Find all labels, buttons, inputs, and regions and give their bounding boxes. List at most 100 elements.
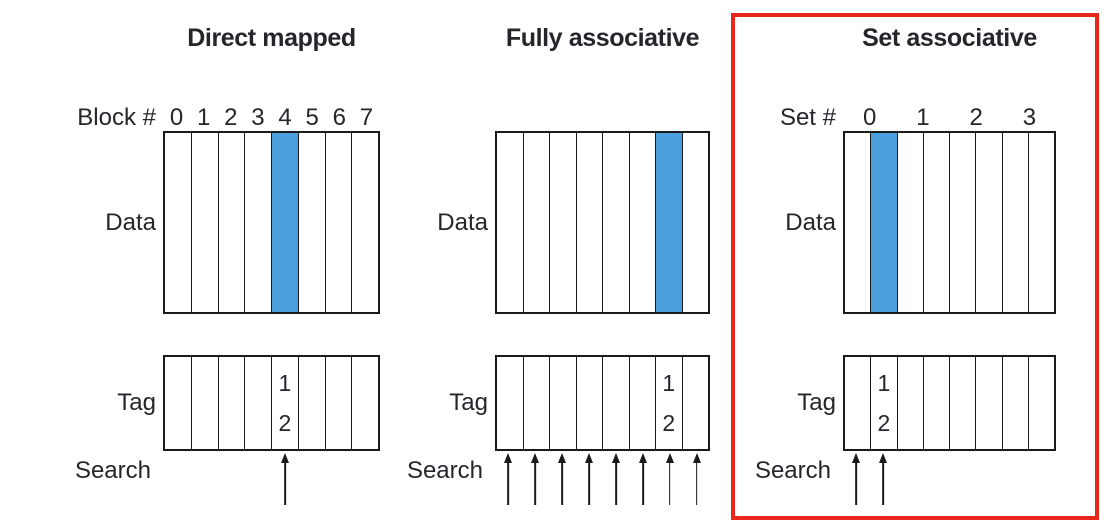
- data-cell-7: [352, 133, 378, 312]
- data-array: [495, 131, 710, 314]
- data-cell-3: [245, 133, 272, 312]
- header-number: 6: [332, 104, 346, 131]
- data-cell-2: [898, 133, 924, 312]
- data-row: Data: [57, 131, 380, 314]
- header-number: 3: [1022, 104, 1037, 131]
- tag-cell-2: [219, 357, 246, 449]
- data-cell-3: [577, 133, 603, 312]
- data-cell-5: [630, 133, 656, 312]
- data-cell-1: [192, 133, 219, 312]
- tag-value: 1: [278, 370, 292, 396]
- search-label: Search: [754, 457, 831, 484]
- search-arrow-icon: [528, 453, 542, 505]
- tag-label: Tag: [117, 389, 156, 416]
- tag-cell-3: [245, 357, 272, 449]
- data-cell-4: [603, 133, 630, 312]
- header-number: 3: [251, 104, 265, 131]
- data-cell-2: [219, 133, 246, 312]
- data-cell-0: [165, 133, 192, 312]
- search-row: Search: [57, 451, 380, 513]
- set-numbers: 0 1 2 3: [843, 106, 1056, 130]
- tag-label: Tag: [449, 389, 488, 416]
- data-cell-7: [1029, 133, 1054, 312]
- panel-title: Set associative: [862, 24, 1037, 52]
- search-arrow-icon: [849, 453, 863, 505]
- data-cell-2: [550, 133, 577, 312]
- data-cell-0: [497, 133, 524, 312]
- data-cell-5: [976, 133, 1003, 312]
- set-number-label: Set #: [779, 104, 836, 131]
- data-cell-3: [924, 133, 950, 312]
- tag-value: 1: [662, 370, 676, 396]
- tag-cell-0: [845, 357, 872, 449]
- search-arrow-icon: [636, 453, 650, 505]
- tag-cell-6: [1003, 357, 1029, 449]
- tag-cell-1: [524, 357, 550, 449]
- search-arrows: [843, 451, 1056, 507]
- data-label: Data: [105, 208, 156, 236]
- search-arrow-icon: [278, 453, 292, 505]
- search-arrow-icon: [876, 453, 890, 505]
- search-arrow-icon: [555, 453, 569, 505]
- search-row: Search: [737, 451, 1056, 513]
- panel-title: Direct mapped: [187, 24, 356, 52]
- panel-title: Fully associative: [505, 24, 700, 52]
- data-row: Data: [389, 131, 710, 314]
- header-number: 0: [169, 104, 184, 131]
- search-arrows: [163, 451, 380, 507]
- header-number: 4: [278, 104, 292, 131]
- tag-cell-1: [192, 357, 219, 449]
- data-cell-5: [299, 133, 326, 312]
- tag-cell-4: [950, 357, 977, 449]
- tag-cell-5: [976, 357, 1003, 449]
- tag-cell-2: [550, 357, 577, 449]
- tag-cell-7: [1029, 357, 1054, 449]
- data-cell-7: [683, 133, 709, 312]
- data-label: Data: [785, 208, 836, 236]
- data-cell-4: [272, 133, 299, 312]
- search-row: Search: [389, 451, 710, 513]
- data-cell-1: [524, 133, 550, 312]
- data-cell-6: [326, 133, 353, 312]
- header-number: 1: [916, 104, 930, 131]
- header-number: 1: [197, 104, 211, 131]
- search-arrow-icon: [663, 453, 677, 505]
- tag-cell-3: [577, 357, 603, 449]
- search-label: Search: [74, 457, 151, 484]
- tag-cell-5: [630, 357, 656, 449]
- tag-cell-3: [924, 357, 950, 449]
- data-row: Data: [737, 131, 1056, 314]
- tag-cell-7: [352, 357, 378, 449]
- block-number-label: Block #: [77, 104, 156, 131]
- data-cell-1: [871, 133, 898, 312]
- header-number: 5: [305, 104, 319, 131]
- tag-value: 2: [662, 410, 676, 436]
- header-number: 2: [969, 104, 983, 131]
- tag-value: 1: [877, 370, 891, 396]
- data-cell-0: [845, 133, 872, 312]
- data-label: Data: [437, 208, 488, 236]
- header-number: 2: [224, 104, 238, 131]
- tag-cell-2: [898, 357, 924, 449]
- tag-cell-7: [683, 357, 709, 449]
- data-array: [843, 131, 1056, 314]
- tag-value: 2: [278, 410, 292, 436]
- header-number: 0: [862, 104, 877, 131]
- header-number: 7: [359, 104, 374, 131]
- search-arrow-icon: [609, 453, 623, 505]
- search-arrows: [495, 451, 710, 507]
- tag-cell-0: [165, 357, 192, 449]
- search-arrow-icon: [501, 453, 515, 505]
